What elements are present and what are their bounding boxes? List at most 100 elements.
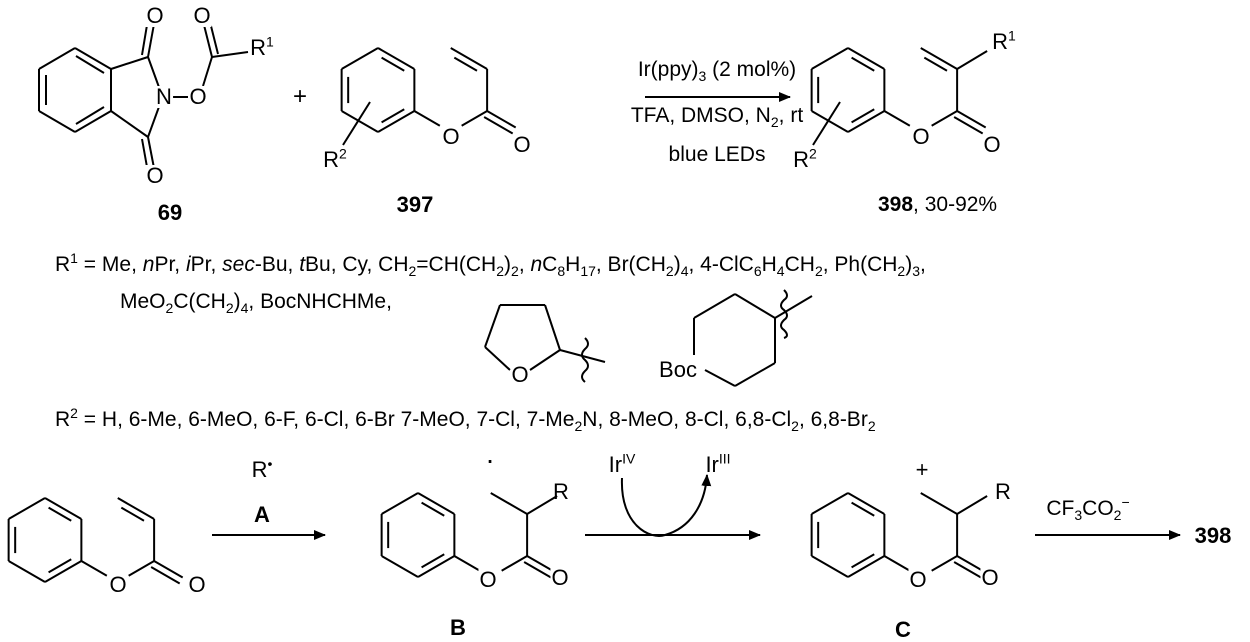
bond <box>847 492 885 515</box>
double-bond-line <box>381 56 405 72</box>
product-ref-398: 398 <box>1194 523 1232 548</box>
bond <box>501 555 528 572</box>
bond <box>811 492 849 515</box>
text-segment: , Br(CH <box>595 253 666 276</box>
bond <box>847 555 885 578</box>
text-segment: 1 <box>1008 27 1016 44</box>
double-bond-line <box>48 506 72 522</box>
text-segment: =CH(CH <box>416 253 497 276</box>
text-segment: ) <box>504 253 512 276</box>
text-segment: Pr, <box>190 253 223 276</box>
text-segment: , 30-92% <box>913 193 998 216</box>
bond <box>150 566 181 585</box>
bond <box>486 110 517 129</box>
text-segment: CH <box>784 253 815 276</box>
text-segment: , Ph(CH <box>822 253 898 276</box>
text-segment: n <box>530 253 543 276</box>
r1-definition-line1: R1 = Me, nPr, iPr, sec-Bu, tBu, Cy, CH2=… <box>55 250 926 280</box>
double-bond-line <box>453 56 478 72</box>
bond <box>341 110 379 133</box>
bond <box>883 110 911 127</box>
compound-label-397: 397 <box>396 192 434 217</box>
bond <box>8 497 46 520</box>
r-group: R <box>553 479 569 504</box>
double-bond-line <box>48 558 72 574</box>
text-segment: 2 <box>867 418 876 435</box>
text-segment: CO <box>1082 497 1114 520</box>
text-segment: 3 <box>698 68 707 85</box>
r2-group: R2 <box>792 145 818 171</box>
cation-charge: + <box>915 457 929 482</box>
bond <box>377 47 415 70</box>
conditions-solvent: TFA, DMSO, N2, rt <box>630 104 803 131</box>
text-segment: sec <box>222 253 255 276</box>
r2-group: R2 <box>322 147 348 172</box>
text-segment: , <box>518 253 531 276</box>
double-bond-line <box>923 56 948 72</box>
ir-cycle-curved-arrow <box>620 474 712 537</box>
bond <box>847 110 885 133</box>
text-segment: 2 <box>809 145 817 162</box>
atom-o: O <box>512 132 532 157</box>
r-group: R <box>995 479 1011 504</box>
text-segment: 2 <box>165 300 174 317</box>
text-segment: , 4-ClC <box>688 253 754 276</box>
atom-o: O <box>980 565 1000 590</box>
bond <box>523 561 554 580</box>
bond <box>461 110 488 127</box>
text-segment: 2 <box>225 300 234 317</box>
bond <box>931 110 958 127</box>
bond <box>117 497 155 520</box>
bond <box>953 561 984 580</box>
boc-cyclohexyl-structure <box>693 289 813 387</box>
atom-o: O <box>187 572 207 597</box>
text-segment: Ir <box>608 452 623 477</box>
text-segment: 2 <box>496 263 505 280</box>
text-segment: R <box>55 408 71 431</box>
wavy-bond-icon <box>780 289 788 339</box>
boc-group: Boc <box>659 357 697 382</box>
bond <box>956 495 988 515</box>
atom-o: O <box>145 3 165 28</box>
radical-r: R• <box>251 455 274 481</box>
text-segment: 2 <box>770 114 779 131</box>
bond <box>490 492 528 515</box>
text-segment: 2 <box>1113 507 1122 524</box>
atom-o: O <box>188 84 208 109</box>
bond <box>956 50 988 70</box>
text-segment: ) <box>905 253 913 276</box>
text-segment: • <box>267 455 273 472</box>
double-bond-line <box>851 501 875 517</box>
bond <box>342 101 371 146</box>
bond <box>413 110 441 127</box>
bond <box>812 101 841 146</box>
text-segment: n <box>142 253 155 276</box>
iridium-iii: IrIII <box>704 452 731 476</box>
text-segment: MeO <box>120 290 166 313</box>
thf-substituent-structure <box>484 304 606 383</box>
bond <box>883 555 911 572</box>
atom-o: O <box>510 362 530 387</box>
text-segment: TFA, DMSO, N <box>630 104 771 127</box>
bond <box>381 492 419 515</box>
text-segment: 1 <box>70 250 78 266</box>
step-label-a: A <box>254 502 270 527</box>
text-segment: R <box>323 147 340 172</box>
bond <box>956 110 987 129</box>
bond <box>811 555 849 578</box>
phthalimide-structure <box>38 23 249 169</box>
text-segment: 2 <box>408 263 417 280</box>
text-segment: 2 <box>574 418 583 435</box>
conditions-catalyst: Ir(ppy)3 (2 mol%) <box>638 58 796 85</box>
conditions-light: blue LEDs <box>669 143 766 167</box>
text-segment: , <box>920 253 926 276</box>
text-segment: Bu, Cy, CH <box>305 253 409 276</box>
atom-o: O <box>550 565 570 590</box>
text-segment: 1 <box>266 33 274 50</box>
double-bond-line <box>851 553 875 569</box>
text-segment: R <box>55 253 71 276</box>
text-segment: C(CH <box>173 290 226 313</box>
bond <box>128 560 155 577</box>
bond <box>381 555 419 578</box>
r1-group: R1 <box>991 27 1017 53</box>
